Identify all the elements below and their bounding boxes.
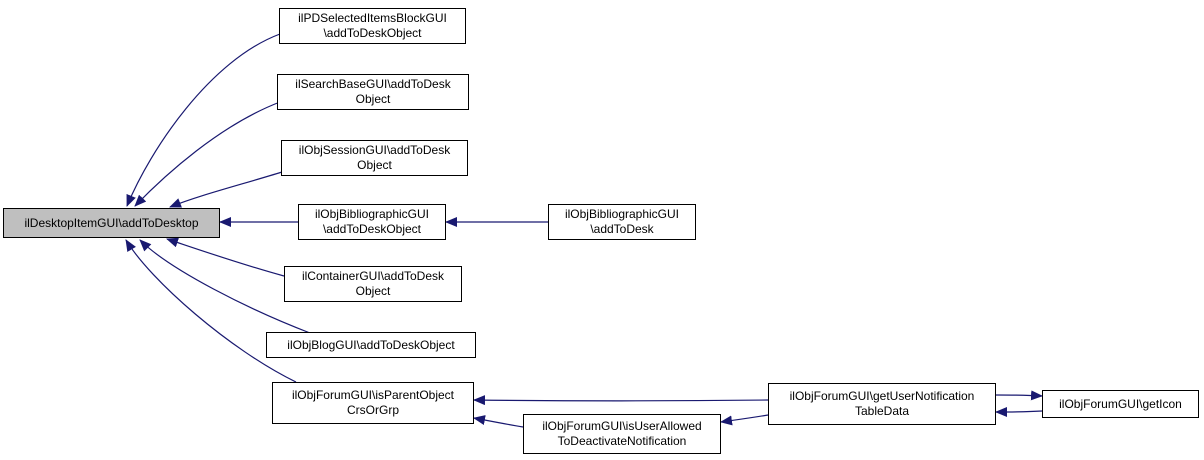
node-root-addtodesktop[interactable]: ilDesktopItemGUI\addToDesktop [3, 208, 220, 238]
node-label: ilDesktopItemGUI\addToDesktop [24, 215, 199, 230]
node-label: ilObjForumGUI\getUserNotification [789, 389, 975, 403]
edge-pdselected-to-root [126, 33, 281, 207]
node-label: Object [357, 158, 392, 172]
node-forum-isuserallowedtodeactivatenotification[interactable]: ilObjForumGUI\isUserAllowed ToDeactivate… [523, 414, 721, 454]
node-label: ilObjBibliographicGUI [314, 207, 430, 221]
node-objbiblio-addtodeskobject[interactable]: ilObjBibliographicGUI \addToDeskObject [298, 204, 446, 240]
node-objblog-addtodeskobject[interactable]: ilObjBlogGUI\addToDeskObject [266, 332, 476, 358]
node-label: Object [355, 92, 391, 106]
edge-getusernotif-to-forumparent [473, 395, 769, 406]
node-forum-geticon[interactable]: ilObjForumGUI\getIcon [1042, 390, 1199, 418]
edge-getusernotif-to-geticon [995, 390, 1043, 401]
node-label: ilSearchBaseGUI\addToDesk [295, 77, 451, 91]
node-label: ilObjForumGUI\getIcon [1059, 396, 1182, 411]
node-objsession-addtodeskobject[interactable]: ilObjSessionGUI\addToDesk Object [281, 140, 468, 176]
node-label: CrsOrGrp [347, 403, 399, 417]
node-label: ilObjBibliographicGUI [564, 207, 680, 221]
node-label: \addToDeskObject [323, 26, 422, 40]
edge-searchbase-to-root [134, 101, 281, 207]
edge-objsession-to-root [169, 171, 283, 208]
edge-forumparent-to-root [125, 239, 297, 383]
edge-userallowed-to-forumparent [473, 415, 524, 428]
node-label: ilObjForumGUI\isUserAllowed [542, 419, 702, 433]
edge-geticon-to-getusernotif [995, 406, 1043, 417]
node-label: TableData [854, 404, 910, 418]
node-label: \addToDesk [590, 222, 654, 236]
edge-getusernotif-to-userallowed [720, 414, 769, 426]
node-label: ilPDSelectedItemsBlockGUI [298, 11, 447, 25]
node-label: ilObjForumGUI\isParentObject [291, 388, 455, 402]
edge-objblog-to-root [139, 239, 311, 334]
edge-container-to-root [166, 237, 285, 277]
node-container-addtodeskobject[interactable]: ilContainerGUI\addToDesk Object [284, 266, 462, 302]
node-label: Object [355, 284, 391, 298]
node-pdselected-addtodeskobject[interactable]: ilPDSelectedItemsBlockGUI \addToDeskObje… [279, 8, 466, 44]
node-forum-isparentobjectcrsorgrp[interactable]: ilObjForumGUI\isParentObject CrsOrGrp [272, 382, 474, 424]
node-biblio-addtodesk[interactable]: ilObjBibliographicGUI \addToDesk [548, 204, 696, 240]
node-label: \addToDeskObject [322, 222, 422, 236]
node-label: ilContainerGUI\addToDesk [301, 269, 445, 283]
node-forum-getusernotificationtabledata[interactable]: ilObjForumGUI\getUserNotification TableD… [768, 383, 996, 425]
node-label: ToDeactivateNotification [557, 434, 687, 448]
node-searchbase-addtodeskobject[interactable]: ilSearchBaseGUI\addToDesk Object [277, 74, 469, 110]
node-label: ilObjBlogGUI\addToDeskObject [287, 337, 455, 352]
node-label: ilObjSessionGUI\addToDesk [298, 143, 451, 157]
